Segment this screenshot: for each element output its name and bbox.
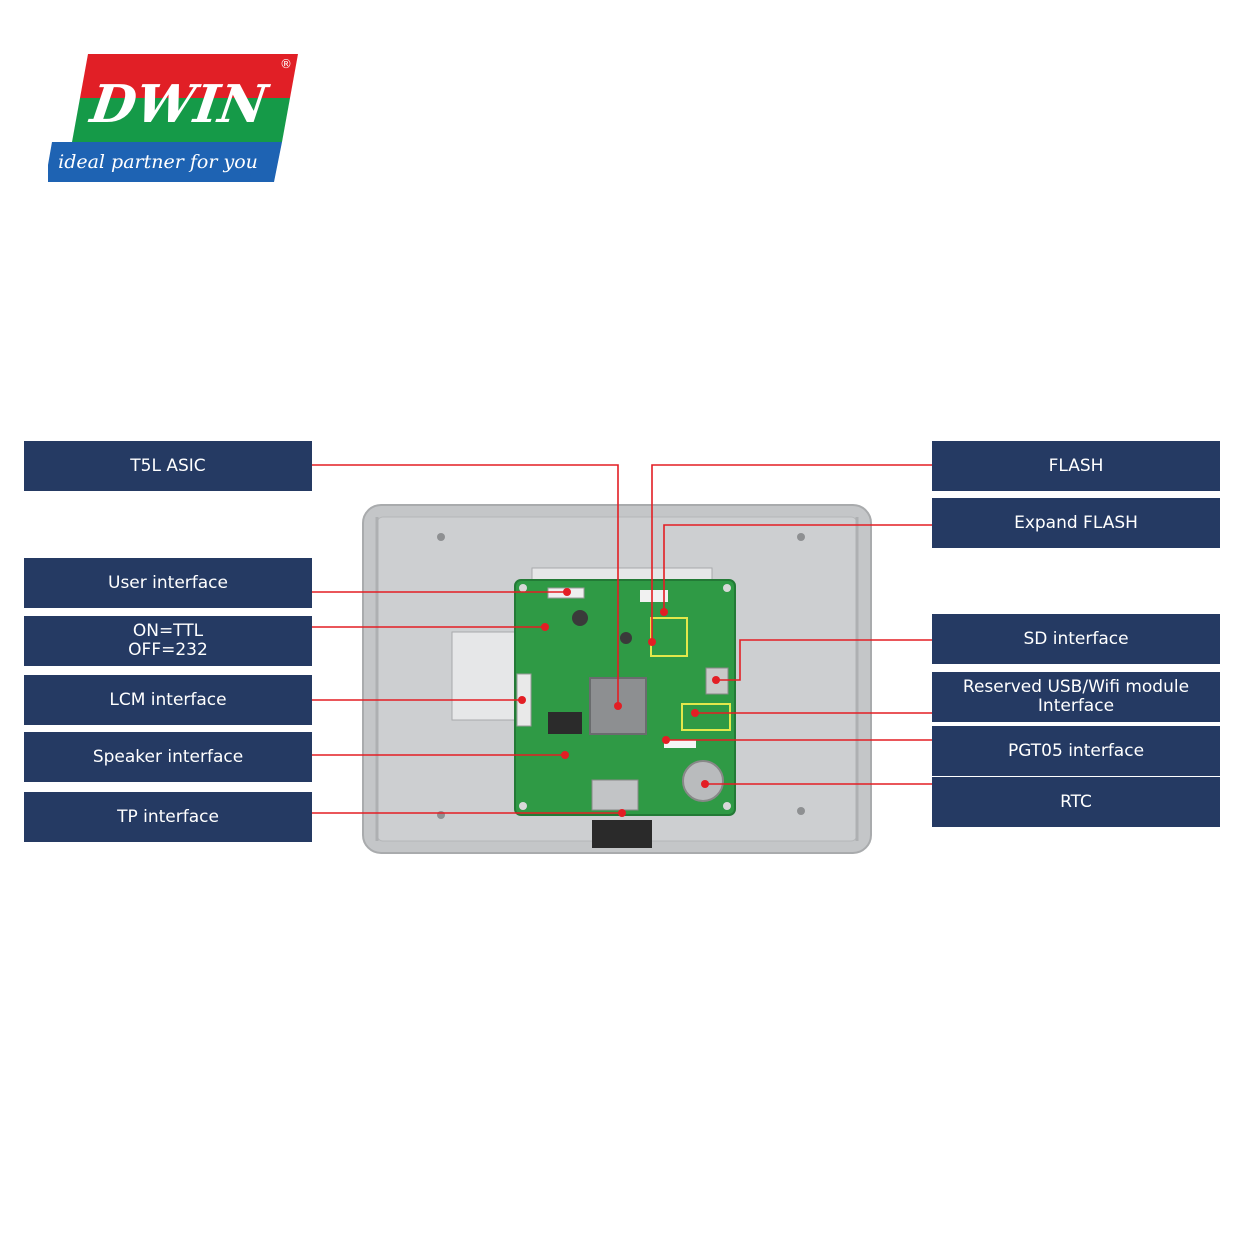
label-text: T5L ASIC xyxy=(130,455,206,476)
label-tp-interface: TP interface xyxy=(24,792,312,842)
leader-lines xyxy=(312,464,932,814)
label-text: ON=TTL OFF=232 xyxy=(128,621,208,660)
label-speaker-interface: Speaker interface xyxy=(24,732,312,782)
label-flash: FLASH xyxy=(932,441,1220,491)
label-text: Expand FLASH xyxy=(1014,512,1138,533)
pcb-board xyxy=(514,579,736,816)
label-pgt05-interface: PGT05 interface xyxy=(932,726,1220,776)
label-text: RTC xyxy=(1060,791,1092,812)
label-t5l-asic: T5L ASIC xyxy=(24,441,312,491)
label-text: Reserved USB/Wifi module Interface xyxy=(962,677,1190,716)
label-usb-wifi-interface: Reserved USB/Wifi module Interface xyxy=(932,672,1220,722)
leader-line-expand-flash xyxy=(663,524,932,612)
label-text: FLASH xyxy=(1048,455,1104,476)
label-text: TP interface xyxy=(117,806,219,827)
label-lcm-interface: LCM interface xyxy=(24,675,312,725)
label-sd-interface: SD interface xyxy=(932,614,1220,664)
leader-endpoints xyxy=(518,588,720,817)
logo-tagline: ideal partner for you xyxy=(58,151,258,173)
logo-brand: DWIN xyxy=(85,74,273,135)
dwin-logo: DWIN ideal partner for you ® xyxy=(48,54,298,182)
label-user-interface: User interface xyxy=(24,558,312,608)
leader-line-t5l-asic xyxy=(312,464,619,706)
label-rtc: RTC xyxy=(932,777,1220,827)
label-text: PGT05 interface xyxy=(1007,740,1145,761)
leader-line-flash xyxy=(651,464,932,642)
label-on-ttl-off-232: ON=TTL OFF=232 xyxy=(24,616,312,666)
label-expand-flash: Expand FLASH xyxy=(932,498,1220,548)
leader-line-sd-interface xyxy=(716,639,932,681)
label-text: User interface xyxy=(108,572,228,593)
logo-registered-mark: ® xyxy=(280,57,292,71)
label-text: Speaker interface xyxy=(92,746,244,767)
label-text: SD interface xyxy=(1023,628,1129,649)
label-text: LCM interface xyxy=(109,689,227,710)
